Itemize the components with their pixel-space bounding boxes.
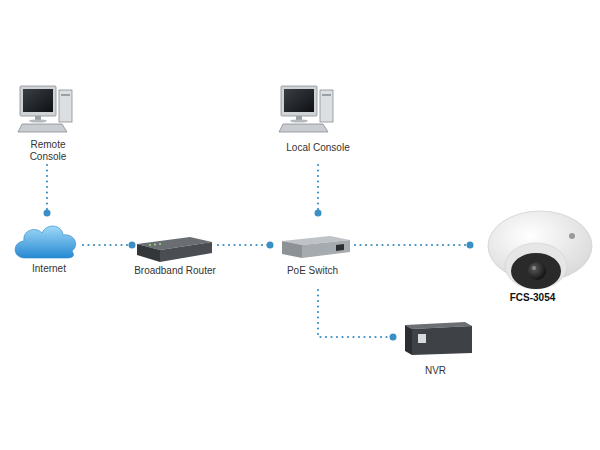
device-label: PoE Switch [270,265,355,277]
device-node: FCS-3054 [470,205,595,310]
led [154,244,156,246]
end-dot [44,210,51,217]
dotted-link [218,242,274,249]
dotted-link [83,242,136,249]
device-label: Internet [15,263,83,275]
keyboard [18,124,67,132]
device-node: Internet [15,213,83,276]
dotted-line [317,165,319,213]
camera-sensor [569,233,575,239]
dotted-line [83,244,132,246]
monitor-base [29,119,47,122]
keyboard [279,124,328,132]
screen [284,89,314,112]
router-side [160,242,212,262]
camera-ring [505,243,567,289]
monitor [281,86,317,116]
led [159,243,161,245]
lens-highlight [532,266,536,270]
switch-icon [282,236,350,258]
tower [59,90,72,122]
end-dot [129,242,136,249]
switch-port [336,244,344,251]
tower [320,90,333,122]
screen [23,89,53,112]
dotted-link [315,165,322,217]
switch-front [282,241,302,258]
dotted-line [355,244,470,246]
end-dot [390,334,397,341]
router-front [137,244,160,262]
nvr-front [412,326,472,355]
device-node: Remote Console [18,85,78,165]
device-node: NVR [393,318,478,380]
camera-lens [528,262,546,280]
device-label: FCS-3054 [470,292,595,304]
device-node: PoE Switch [270,213,355,290]
cloud-icon [15,226,76,258]
drive-bay [322,94,331,96]
camera-dome [511,253,561,289]
dotted-link [44,165,51,217]
device-label: Remote Console [18,139,78,163]
device-node: Local Console [278,85,358,165]
computer-icon [18,86,72,132]
computer-icon [279,86,333,132]
device-label: NVR [393,365,478,377]
device-label: Local Console [278,142,358,154]
device-node: Broadband Router [132,232,218,278]
end-dot [467,242,474,249]
camera-icon [488,211,592,289]
switch-side [302,240,350,258]
dotted-line [318,290,393,337]
monitor [20,86,56,116]
nvr-logo [418,334,426,343]
drive-bay [61,94,70,96]
monitor-base [290,119,308,122]
end-dot [267,242,274,249]
led [149,244,151,246]
end-dot [315,210,322,217]
device-label: Broadband Router [132,265,218,277]
dotted-link [355,242,474,249]
nvr-icon [405,322,472,355]
dotted-line [46,165,48,213]
dotted-line [218,244,270,246]
nvr-side [405,325,412,355]
dotted-link [318,290,397,341]
router-icon [137,237,212,262]
